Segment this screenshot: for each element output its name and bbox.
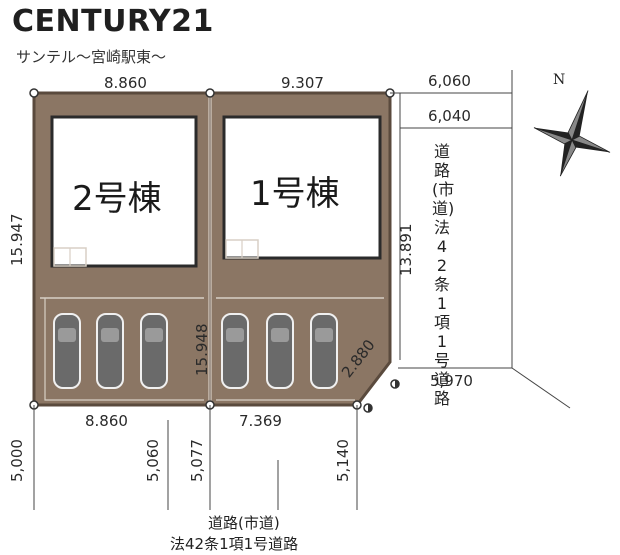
dim-middle-divider: 15.948 — [193, 323, 211, 377]
dim-bottom-left: 8.860 — [85, 412, 128, 430]
compass-north-label: N — [553, 72, 566, 88]
dim-left-side: 15.947 — [8, 213, 26, 267]
south-road-label-line1: 道路(市道) — [208, 514, 280, 532]
dim-road-width-4: 5,140 — [334, 439, 352, 482]
unit-2-label: 2号棟 — [72, 179, 162, 219]
parking-cars-unit-1 — [221, 313, 338, 389]
south-road-label-line2: 法42条1項1号道路 — [170, 535, 299, 553]
parking-cars-unit-2 — [53, 313, 168, 389]
dim-road-width-3: 5,077 — [188, 439, 206, 482]
dim-road-right-bottom: 5,970 — [430, 372, 473, 390]
dimension-lines — [33, 70, 571, 510]
dim-road-width-1: 5,000 — [8, 439, 26, 482]
building-2 — [50, 115, 198, 268]
dim-top-right: 9.307 — [281, 74, 324, 92]
building-1 — [222, 115, 382, 260]
dim-right-side: 13.891 — [397, 223, 415, 277]
property-subtitle: サンテル〜宮崎駅東〜 — [16, 48, 167, 66]
dim-bottom-right: 7.369 — [239, 412, 282, 430]
dim-road-top-2: 6,040 — [428, 107, 471, 125]
brand-logo-text: CENTURY21 — [12, 4, 214, 39]
dim-road-width-2: 5,060 — [144, 439, 162, 482]
dim-top-left: 8.860 — [104, 74, 147, 92]
dim-road-top-1: 6,060 — [428, 72, 471, 90]
unit-1-label: 1号棟 — [250, 174, 340, 214]
east-road-label: 道路(市道)法42条1項1号道路 — [432, 142, 455, 408]
